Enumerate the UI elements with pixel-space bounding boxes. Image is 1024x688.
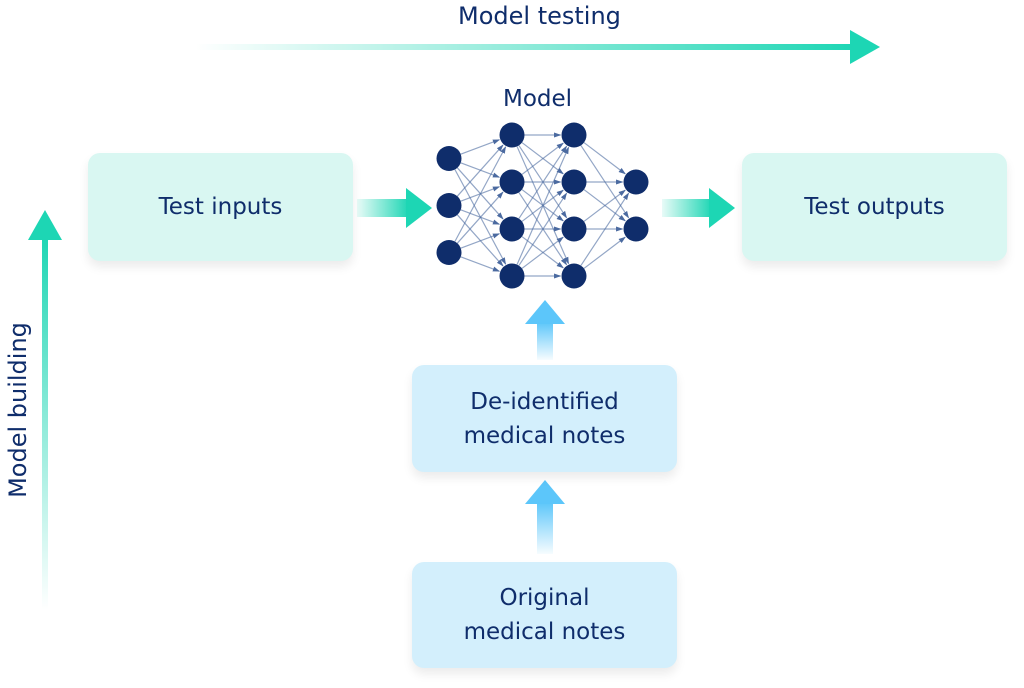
original-label-line1: Original [499,585,590,611]
network-edge [583,142,626,175]
test-inputs-box: Test inputs [88,153,353,261]
deidentified-label-line2: medical notes [463,422,626,449]
network-edge [456,144,504,197]
network-edge [460,256,501,272]
network-edge [454,146,507,242]
network-node [499,216,525,242]
test-inputs-label: Test inputs [158,194,283,220]
original-to-deidentified-arrow [525,480,565,554]
network-edge [583,236,626,269]
network-node [436,193,462,218]
network-node [623,216,649,242]
network-node [499,169,525,195]
network-node [623,169,649,195]
network-edges [454,132,630,279]
inputs-to-model-arrow [357,188,432,228]
network-edge [516,146,570,265]
network-node [561,122,587,148]
test-outputs-box: Test outputs [742,153,1007,261]
network-nodes [436,122,649,289]
network-node [561,263,587,289]
model-building-arrow [28,210,62,610]
network-edge [460,139,501,155]
network-edge [521,142,564,175]
network-edge [580,192,630,266]
deidentified-to-model-arrow [525,300,565,360]
network-node [499,263,525,289]
test-outputs-label: Test outputs [804,194,945,220]
network-node [436,146,462,171]
deidentified-label-line1: De-identified [470,388,619,415]
network-edge [583,189,626,222]
network-node [436,240,462,265]
network-node [499,122,525,148]
original-label-line2: medical notes [463,619,626,645]
network-edge [456,191,504,244]
model-building-label: Model building [4,322,32,498]
network-edge [460,233,501,249]
network-node [561,169,587,195]
deidentified-notes-box: De-identified medical notes [412,365,677,472]
network-edge [518,192,568,266]
network-edge [521,236,564,269]
network-edge [518,145,568,219]
model-testing-label: Model testing [458,2,621,30]
model-to-outputs-arrow [662,188,735,228]
model-testing-arrow [195,30,880,64]
model-label: Model [503,86,573,112]
original-notes-box: Original medical notes [412,562,677,668]
network-node [561,216,587,242]
